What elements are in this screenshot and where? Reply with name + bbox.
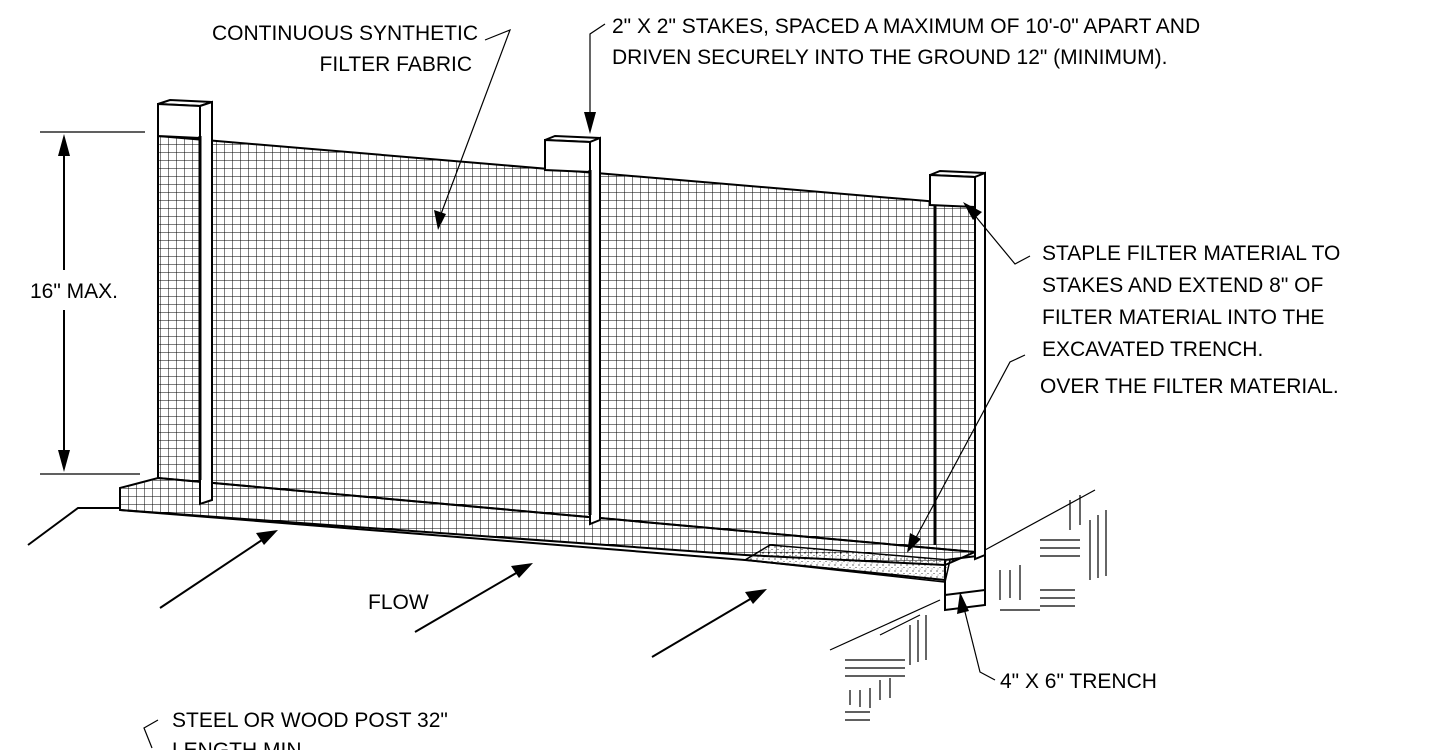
label-staple-line3: FILTER MATERIAL INTO THE bbox=[1042, 306, 1324, 329]
label-fabric-line2: FILTER FABRIC bbox=[320, 53, 472, 76]
stake-right bbox=[929, 169, 986, 561]
flow-arrow-1 bbox=[159, 530, 278, 609]
flow-arrow-3 bbox=[651, 589, 767, 658]
leader-trench bbox=[961, 599, 996, 681]
leader-fabric bbox=[437, 28, 512, 223]
leader-trench-arrowhead bbox=[957, 592, 969, 614]
label-staple-line1: STAPLE FILTER MATERIAL TO bbox=[1042, 242, 1340, 265]
label-stakes-line1: 2" X 2" STAKES, SPACED A MAXIMUM OF 10'-… bbox=[612, 15, 1200, 38]
label-post-line1: STEEL OR WOOD POST 32" bbox=[172, 709, 448, 732]
label-post-line2: LENGTH MIN. bbox=[172, 739, 307, 750]
stake-middle bbox=[544, 134, 601, 526]
label-flow: FLOW bbox=[368, 591, 429, 614]
height-dimension bbox=[40, 131, 145, 475]
leader-staple-arrowhead bbox=[963, 202, 982, 220]
leader-staple bbox=[971, 211, 1031, 265]
label-staple-line2: STAKES AND EXTEND 8" OF bbox=[1042, 274, 1323, 297]
label-height-dimension: 16" MAX. bbox=[30, 280, 118, 303]
leader-fabric-arrowhead bbox=[434, 210, 446, 230]
filter-fabric-panel bbox=[157, 134, 976, 554]
label-over-filter: OVER THE FILTER MATERIAL. bbox=[1040, 375, 1339, 398]
leader-post bbox=[143, 719, 159, 749]
soil-hatch-right bbox=[984, 489, 1107, 611]
leader-stakes-arrowhead bbox=[584, 112, 596, 134]
label-trench: 4" X 6" TRENCH bbox=[1000, 670, 1157, 693]
leader-over-filter bbox=[911, 354, 1026, 546]
leader-over-filter-arrowhead bbox=[907, 533, 921, 553]
leader-stakes bbox=[589, 23, 606, 120]
label-staple-line4: EXCAVATED TRENCH. bbox=[1042, 338, 1263, 361]
flow-arrow-2 bbox=[414, 563, 533, 633]
stake-left bbox=[157, 98, 213, 506]
label-fabric-line1: CONTINUOUS SYNTHETIC bbox=[212, 22, 478, 45]
soil-hatch-bottom bbox=[829, 599, 941, 721]
ground-surface-line bbox=[27, 507, 120, 546]
label-stakes-line2: DRIVEN SECURELY INTO THE GROUND 12" (MIN… bbox=[612, 46, 1167, 69]
